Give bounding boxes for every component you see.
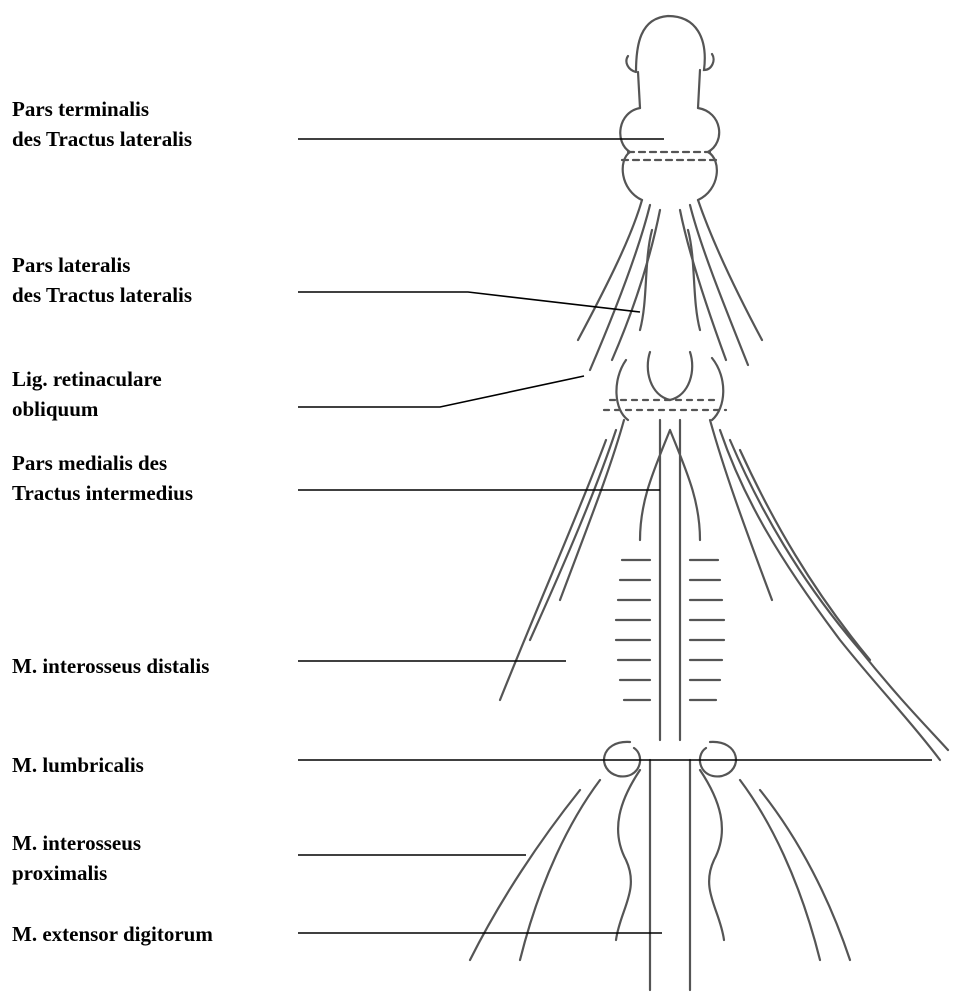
label-lumbricalis: M. lumbricalis <box>12 750 144 780</box>
label-lig-retinaculare: Lig. retinaculare obliquum <box>12 364 162 424</box>
leader-lines <box>298 139 932 933</box>
label-pars-terminalis: Pars terminalis des Tractus lateralis <box>12 94 192 154</box>
label-interosseus-proximalis: M. interosseus proximalis <box>12 828 141 888</box>
label-interosseus-distalis: M. interosseus distalis <box>12 651 209 681</box>
label-extensor-digitorum: M. extensor digitorum <box>12 919 213 949</box>
label-pars-lateralis: Pars lateralis des Tractus lateralis <box>12 250 192 310</box>
finger-extensor-apparatus-drawing <box>470 16 948 990</box>
leader-line-pars-lateralis <box>298 292 640 312</box>
label-pars-medialis: Pars medialis des Tractus intermedius <box>12 448 193 508</box>
leader-line-lig-retinaculare <box>298 376 584 407</box>
